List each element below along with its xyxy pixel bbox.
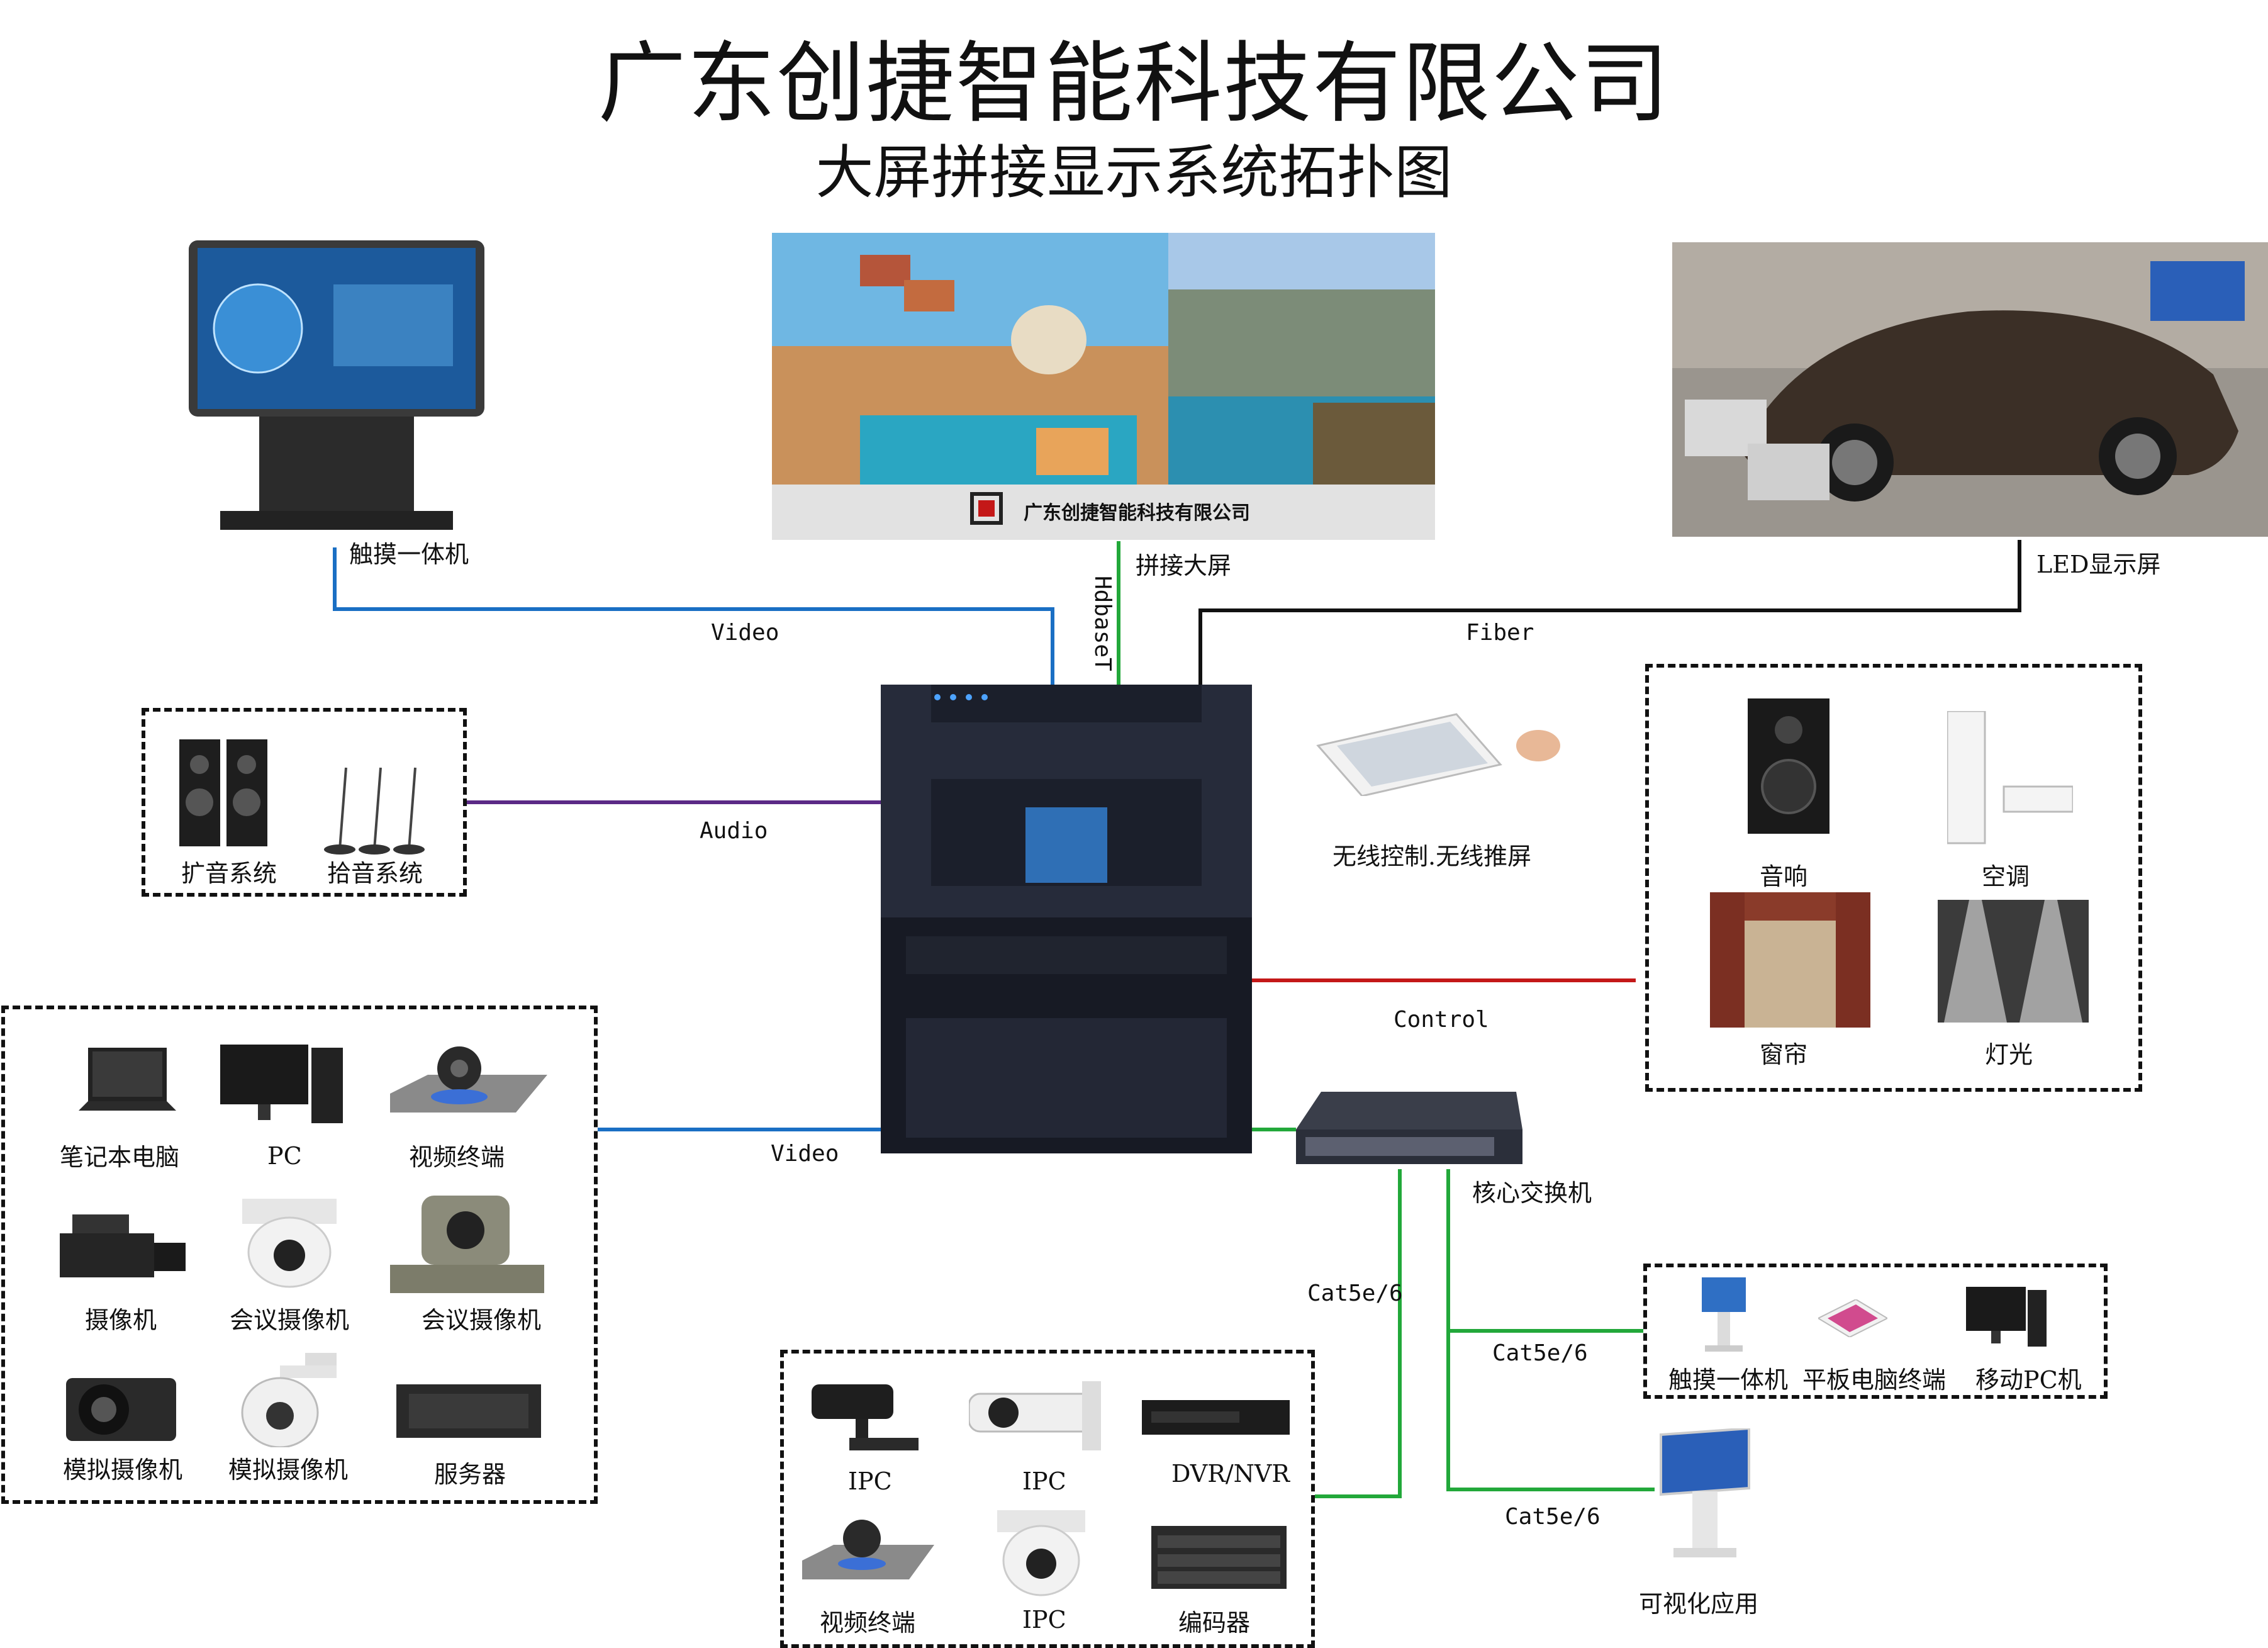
wireless-tablet-icon: [1312, 708, 1563, 797]
server-icon: [396, 1384, 541, 1438]
source-item-5: 会议摄像机: [230, 1306, 350, 1334]
environment-item-3: 窗帘: [1760, 1041, 1808, 1068]
camcorder-icon: [60, 1208, 189, 1293]
bullet-camera-icon-2: [968, 1381, 1114, 1450]
company-title: 广东创捷智能科技有限公司: [598, 33, 1670, 135]
terminal-item-1: 触摸一体机: [1668, 1366, 1789, 1394]
touch-kiosk-icon: [189, 240, 484, 530]
led-screen-label: LED显示屏: [2036, 551, 2161, 578]
visual-app-label: 可视化应用: [1639, 1590, 1759, 1618]
video-terminal-icon: [390, 1043, 547, 1125]
conference-camera-icon: [390, 1196, 544, 1296]
analog-camera-icon: [66, 1365, 176, 1444]
speaker-box-icon: [1748, 698, 1829, 834]
audio-item-1: 扩音系统: [181, 860, 277, 887]
air-conditioner-icon: [1946, 710, 2074, 846]
source-item-8: 模拟摄像机: [228, 1456, 349, 1484]
ipc-item-5: IPC: [1022, 1606, 1066, 1634]
source-item-9: 服务器: [434, 1460, 506, 1488]
video-wall-label: 拼接大屏: [1136, 552, 1232, 580]
video-top-line: [333, 547, 1054, 685]
tablet-icon: [1816, 1298, 1889, 1338]
terminal-item-2: 平板电脑终端: [1802, 1366, 1947, 1394]
led-screen: [1672, 242, 2268, 537]
audio-label: Audio: [700, 818, 768, 844]
touch-kiosk-label: 触摸一体机: [349, 541, 469, 568]
fiber-line: [1198, 540, 2021, 685]
environment-item-4: 灯光: [1985, 1041, 2033, 1068]
cat-down-label: Cat5e/6: [1307, 1281, 1403, 1306]
ipc-item-4: 视频终端: [820, 1609, 916, 1637]
processor-icon: [881, 685, 1252, 1153]
ipc-item-3: DVR/NVR: [1171, 1460, 1290, 1488]
video-wall: 广东创捷智能科技有限公司: [772, 233, 1435, 540]
video-top-label: Video: [711, 620, 779, 646]
source-item-2: PC: [267, 1142, 302, 1170]
pc-icon: [220, 1045, 346, 1126]
touch-kiosk-small-icon: [1699, 1277, 1749, 1353]
video-bottom-label: Video: [771, 1141, 839, 1167]
environment-item-2: 空调: [1982, 863, 2030, 890]
lighting-icon: [1938, 900, 2089, 1023]
diagram-title: 大屏拼接显示系统拓扑图: [815, 139, 1453, 206]
speed-dome-icon: [236, 1353, 340, 1449]
visual-app-kiosk-icon: [1655, 1427, 1755, 1561]
core-switch-icon: [1296, 1092, 1522, 1167]
source-item-1: 笔记本电脑: [60, 1143, 180, 1171]
fiber-label: Fiber: [1466, 620, 1534, 646]
touch-kiosk: [189, 240, 484, 536]
ipc-item-2: IPC: [1022, 1467, 1066, 1495]
cat-down-line: [1315, 1169, 1402, 1498]
dvr-icon: [1142, 1400, 1290, 1438]
source-item-6: 会议摄像机: [422, 1306, 542, 1334]
video-wall-image: [772, 233, 1435, 540]
environment-item-1: 音响: [1760, 863, 1808, 890]
video-wall-brand: 广东创捷智能科技有限公司: [1024, 502, 1250, 524]
hdbaset-label: HdbaseT: [1090, 576, 1115, 671]
cat-right-line-2: [1446, 1331, 1655, 1491]
mobile-pc-icon: [1966, 1287, 2048, 1350]
encoder-icon: [1151, 1526, 1287, 1589]
source-item-3: 视频终端: [409, 1143, 505, 1171]
video-terminal-icon-2: [802, 1516, 934, 1589]
source-item-4: 摄像机: [85, 1306, 157, 1334]
cat-right2-label: Cat5e/6: [1505, 1504, 1600, 1530]
terminal-group-box: [1643, 1264, 2108, 1399]
led-screen-image: [1672, 242, 2268, 537]
ipc-item-1: IPC: [848, 1467, 892, 1495]
source-group-box: [1, 1006, 598, 1504]
curtain-icon: [1710, 892, 1870, 1028]
dome-camera-icon-2: [997, 1510, 1085, 1598]
audio-group-box: [142, 708, 467, 897]
cat-right1-label: Cat5e/6: [1492, 1340, 1588, 1366]
dome-camera-icon: [242, 1199, 337, 1290]
source-item-7: 模拟摄像机: [63, 1456, 183, 1484]
splicing-processor: [881, 685, 1252, 1153]
laptop-icon: [79, 1048, 176, 1123]
audio-item-2: 拾音系统: [327, 860, 423, 887]
terminal-item-3: 移动PC机: [1975, 1366, 2082, 1394]
microphone-icon: [321, 755, 434, 856]
control-label: Control: [1394, 1007, 1489, 1033]
wireless-label: 无线控制.无线推屏: [1332, 843, 1532, 870]
environment-group-box: [1645, 664, 2142, 1092]
core-switch-label: 核心交换机: [1472, 1179, 1592, 1207]
ipc-group-box: [780, 1350, 1315, 1648]
ipc-item-6: 编码器: [1178, 1609, 1251, 1637]
bullet-camera-icon-1: [812, 1384, 919, 1454]
speaker-icon: [179, 739, 274, 853]
